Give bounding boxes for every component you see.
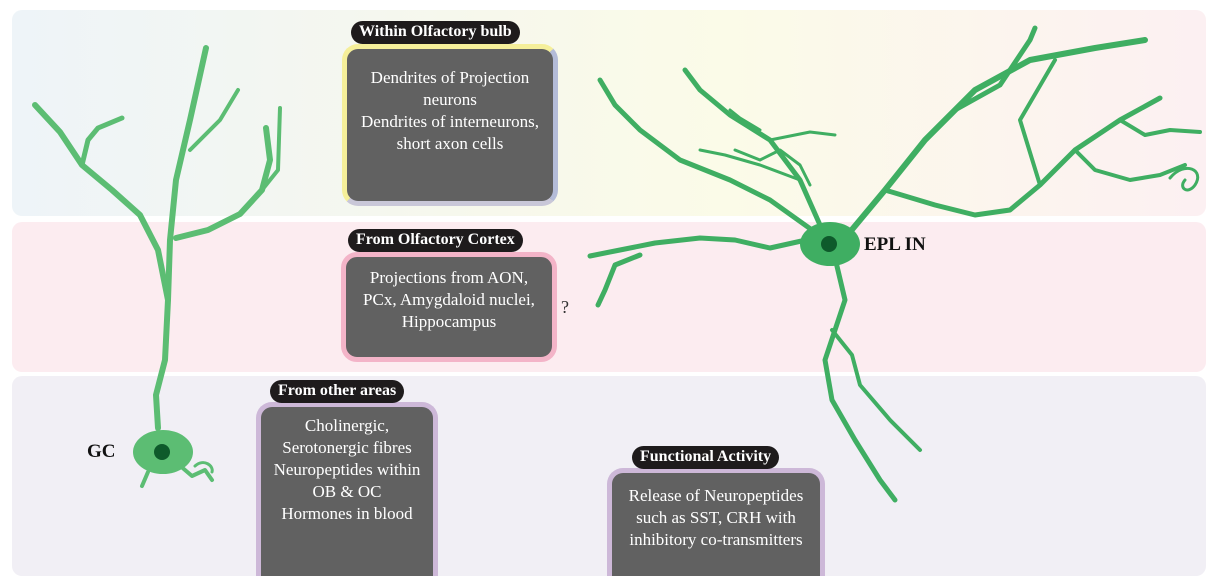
item-cortical-projections: Projections from AON, PCx, Amygdaloid nu… — [358, 267, 540, 333]
epl-dendrite-zig — [1020, 60, 1055, 185]
gc-neuron — [35, 48, 280, 486]
item-neuropeptide-release: Release of Neuropeptides such as SST, CR… — [618, 485, 814, 551]
epl-dendrite-up-left — [685, 70, 820, 225]
epl-dendrite-curl — [1170, 168, 1198, 190]
title-within-olfactory-bulb: Within Olfactory bulb — [351, 21, 520, 44]
box-from-other-areas: Cholinergic, Serotonergic fibres Neurope… — [256, 402, 438, 576]
epl-dendrite-left — [590, 238, 806, 256]
box-within-olfactory-bulb: Dendrites of Projection neurons Dendrite… — [342, 44, 558, 206]
item-dendrites-interneurons: Dendrites of interneurons, short axon ce… — [353, 111, 547, 155]
item-hormones-in-blood: Hormones in blood — [265, 503, 429, 525]
epl-nucleus — [821, 236, 837, 252]
question-mark: ? — [561, 297, 569, 318]
title-from-olfactory-cortex: From Olfactory Cortex — [348, 229, 523, 252]
item-cholinergic-serotonergic: Cholinergic, Serotonergic fibres — [265, 415, 429, 459]
label-gc: GC — [87, 441, 116, 463]
epl-dendrite-fan — [770, 132, 835, 140]
title-from-other-areas: From other areas — [270, 380, 404, 403]
title-functional-activity: Functional Activity — [632, 446, 779, 469]
item-neuropeptides-ob-oc: Neuropeptides within OB & OC — [265, 459, 429, 503]
gc-branch-left — [35, 105, 168, 300]
gc-branch-right — [176, 128, 270, 238]
gc-branch-left-twig — [82, 118, 122, 165]
epl-neuron — [590, 28, 1200, 500]
box-from-olfactory-cortex: Projections from AON, PCx, Amygdaloid nu… — [341, 252, 557, 362]
gc-foot-left — [142, 472, 148, 486]
gc-nucleus — [154, 444, 170, 460]
epl-dendrite-right-tip — [1120, 120, 1200, 135]
label-epl-in: EPL IN — [864, 234, 926, 256]
box-functional-activity: Release of Neuropeptides such as SST, CR… — [607, 468, 825, 576]
epl-dendrite-down-fork — [832, 330, 920, 450]
item-dendrites-projection-neurons: Dendrites of Projection neurons — [353, 67, 547, 111]
epl-dendrite-left-down — [598, 255, 640, 305]
epl-dendrite-right-fork — [1075, 150, 1185, 180]
epl-dendrite-far-right — [850, 40, 1145, 232]
